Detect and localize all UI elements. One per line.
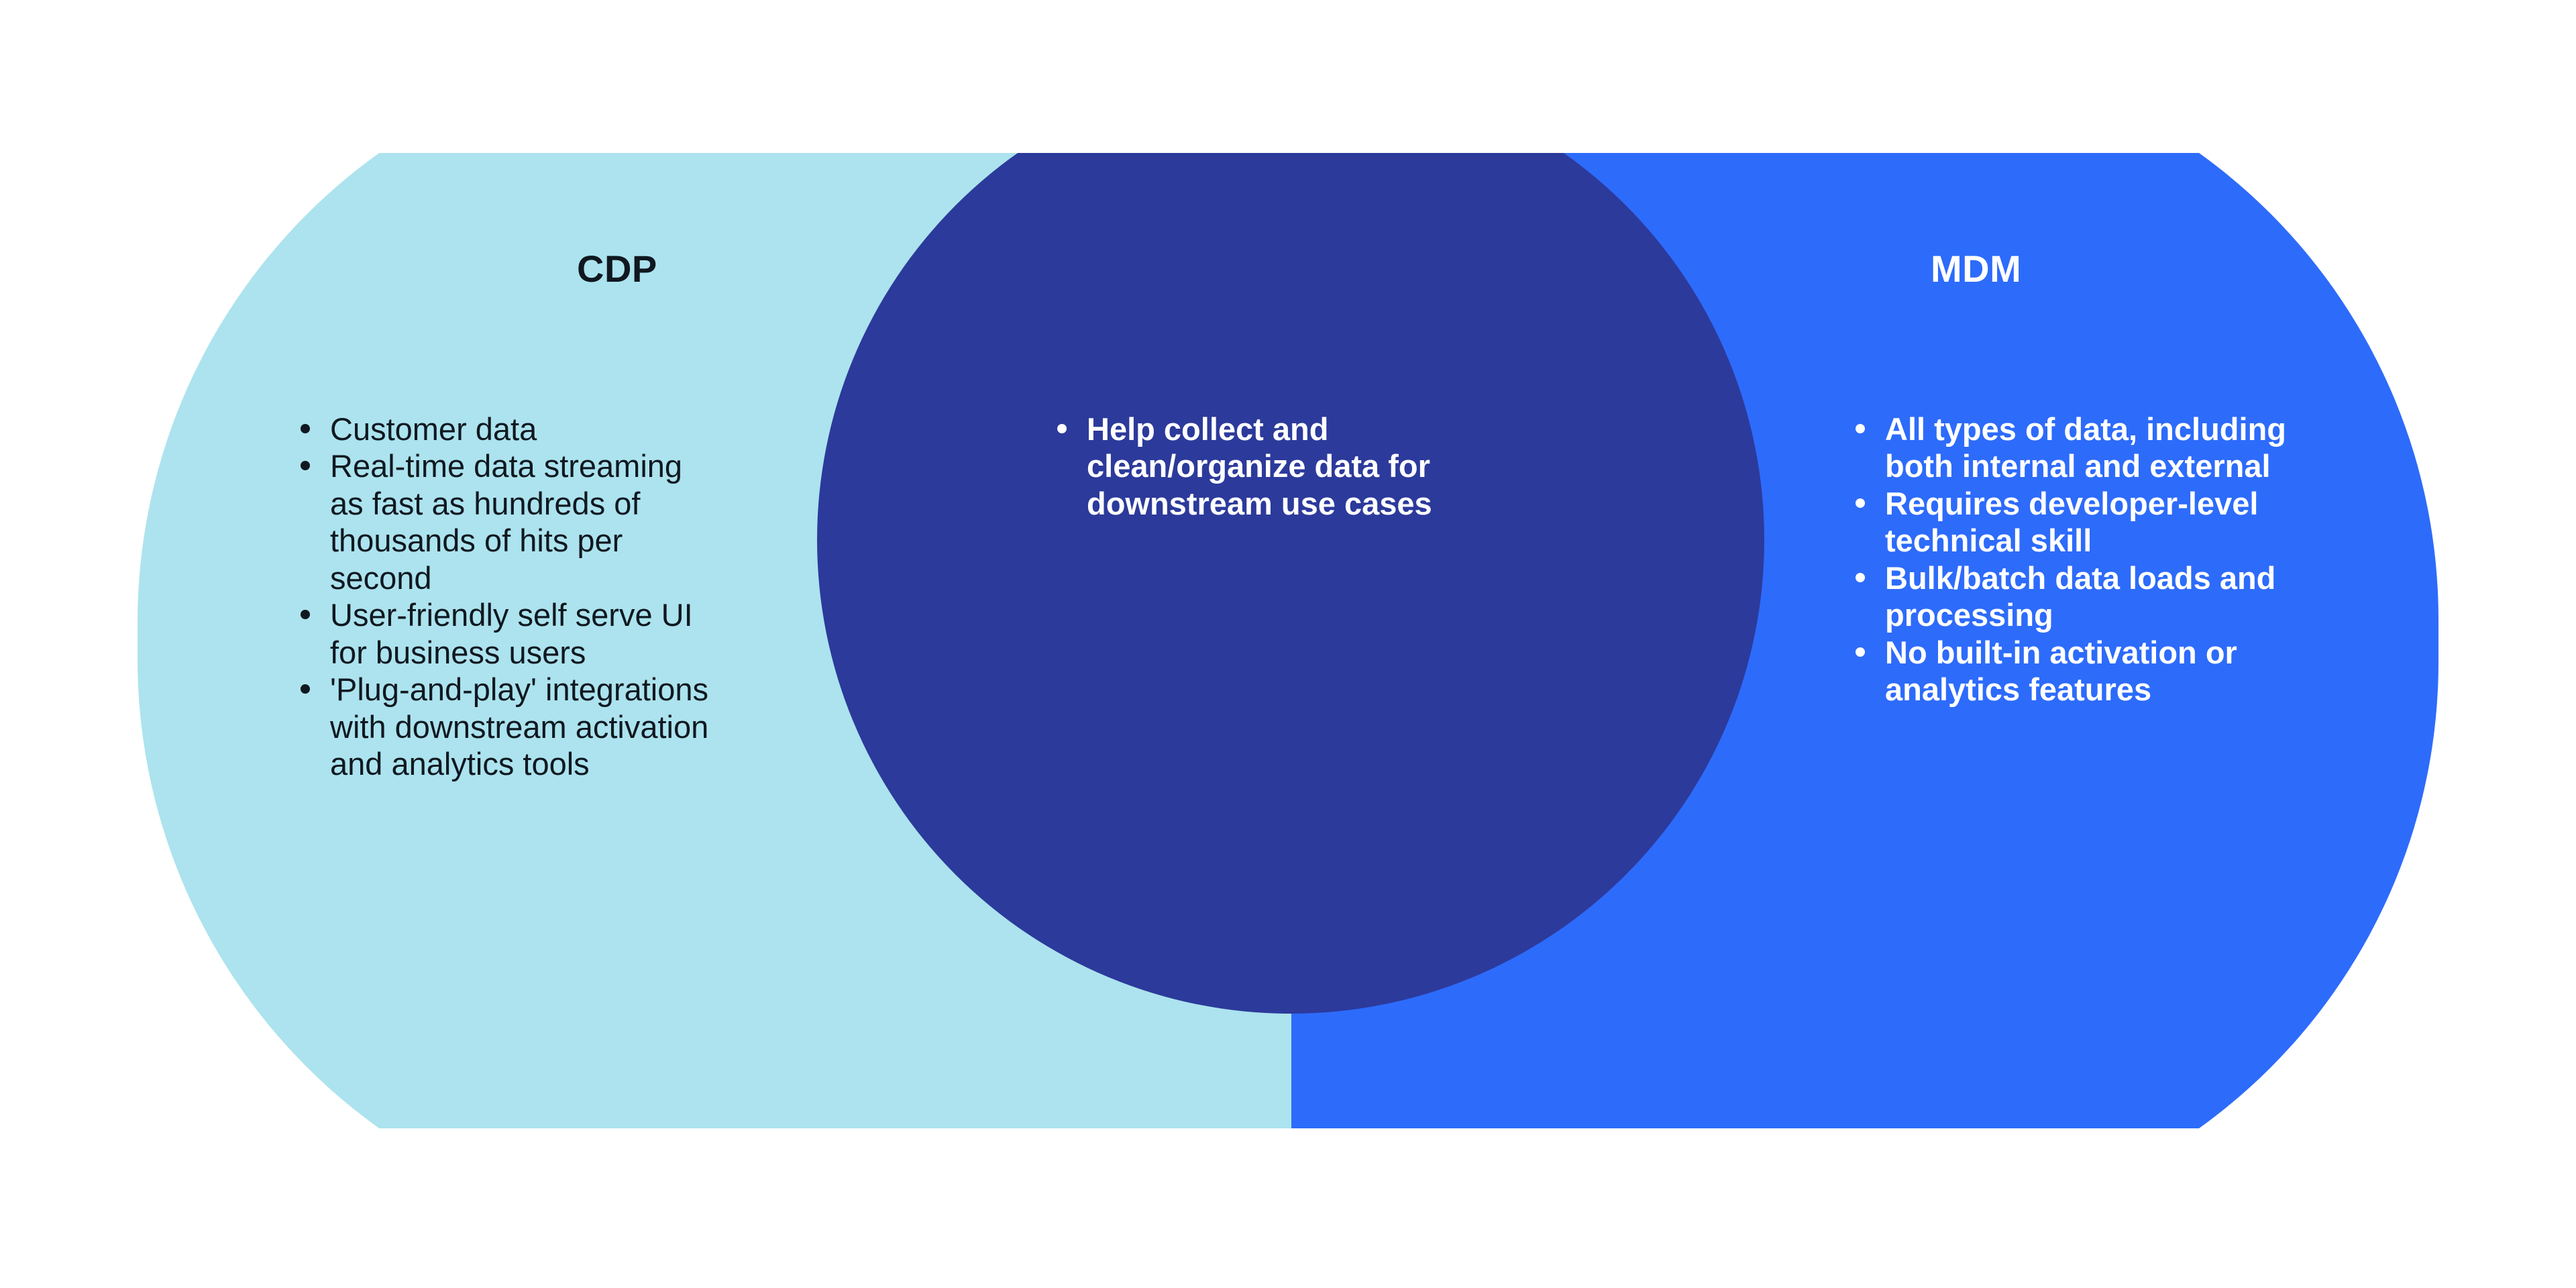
list-item: Requires developer-level technical skill bbox=[1843, 485, 2313, 559]
list-item: User-friendly self serve UI for business… bbox=[288, 596, 718, 671]
list-item: Customer data bbox=[288, 411, 718, 447]
list-item: Help collect and clean/organize data for… bbox=[1045, 411, 1515, 522]
overlap-circle bbox=[817, 153, 1764, 1014]
cdp-title: CDP bbox=[577, 248, 657, 290]
list-item: 'Plug-and-play' integrations with downst… bbox=[288, 671, 718, 782]
list-item: All types of data, including both intern… bbox=[1843, 411, 2313, 485]
list-item: Bulk/batch data loads and processing bbox=[1843, 559, 2313, 634]
list-item: No built-in activation or analytics feat… bbox=[1843, 634, 2313, 708]
mdm-title: MDM bbox=[1931, 248, 2022, 290]
venn-shape-band bbox=[0, 153, 2576, 1128]
overlap-bullet-list: Help collect and clean/organize data for… bbox=[1045, 411, 1515, 522]
list-item: Real-time data streaming as fast as hund… bbox=[288, 447, 718, 596]
mdm-bullet-list: All types of data, including both intern… bbox=[1843, 411, 2313, 708]
cdp-bullet-list: Customer data Real-time data streaming a… bbox=[288, 411, 718, 783]
